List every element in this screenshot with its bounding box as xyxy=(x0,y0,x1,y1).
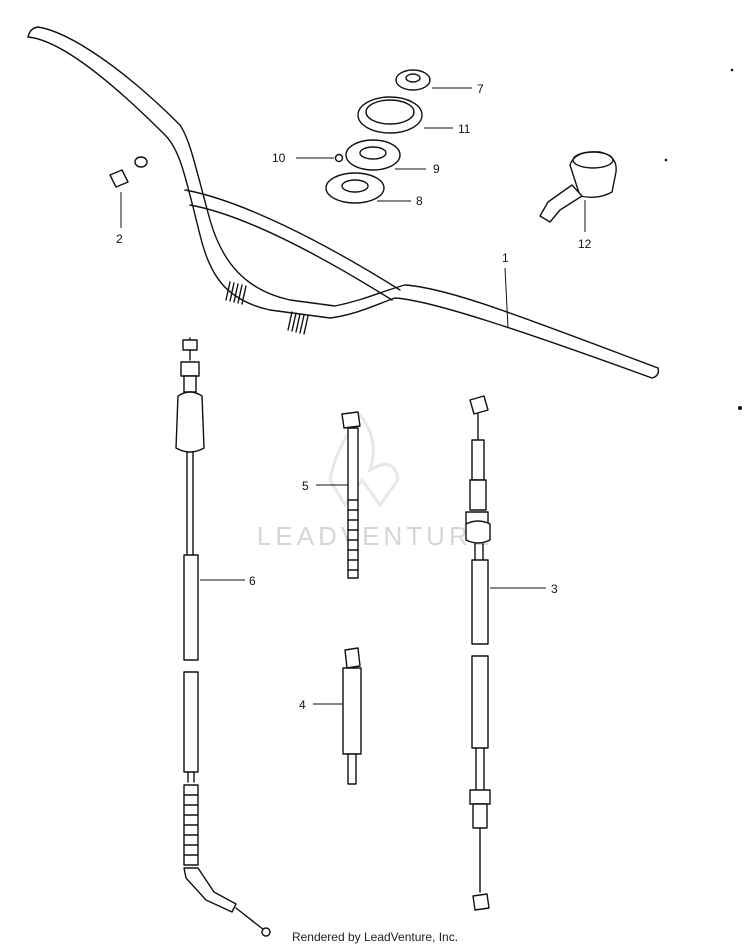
part-12-throttle-housing: 12 xyxy=(539,151,617,251)
handlebar: 1 xyxy=(27,26,660,379)
part-3-cable: 3 xyxy=(465,395,558,911)
part-4-adjuster: 4 xyxy=(299,647,362,785)
label-part-1: 1 xyxy=(502,251,509,265)
watermark-text: LEADVENTURE xyxy=(257,521,493,551)
label-part-8: 8 xyxy=(416,194,423,208)
part-5-adjuster: 5 xyxy=(302,411,361,579)
watermark-logo-icon xyxy=(328,412,400,508)
label-part-6: 6 xyxy=(249,574,256,588)
label-part-7: 7 xyxy=(477,82,484,96)
part-9-bearing-race: 9 xyxy=(345,139,440,176)
part-7-nut: 7 xyxy=(395,69,484,96)
label-part-11: 11 xyxy=(458,122,471,136)
footer-credit: Rendered by LeadVenture, Inc. xyxy=(291,930,459,944)
handlebar-knurl-left xyxy=(225,281,247,305)
label-part-2: 2 xyxy=(116,232,123,246)
part-8-washer: 8 xyxy=(325,172,423,208)
part-10-ball: 10 xyxy=(272,151,344,165)
label-part-5: 5 xyxy=(302,479,309,493)
label-part-10: 10 xyxy=(272,151,286,165)
label-part-3: 3 xyxy=(551,582,558,596)
scan-marks xyxy=(664,68,742,410)
part-2-end-plug: 2 xyxy=(109,156,148,246)
label-part-12: 12 xyxy=(578,237,592,251)
part-6-cable: 6 xyxy=(175,337,271,937)
label-part-9: 9 xyxy=(433,162,440,176)
label-part-4: 4 xyxy=(299,698,306,712)
handlebar-knurl-right xyxy=(287,311,309,335)
part-11-ring: 11 xyxy=(357,96,471,136)
watermark: LEADVENTURE xyxy=(257,412,493,551)
